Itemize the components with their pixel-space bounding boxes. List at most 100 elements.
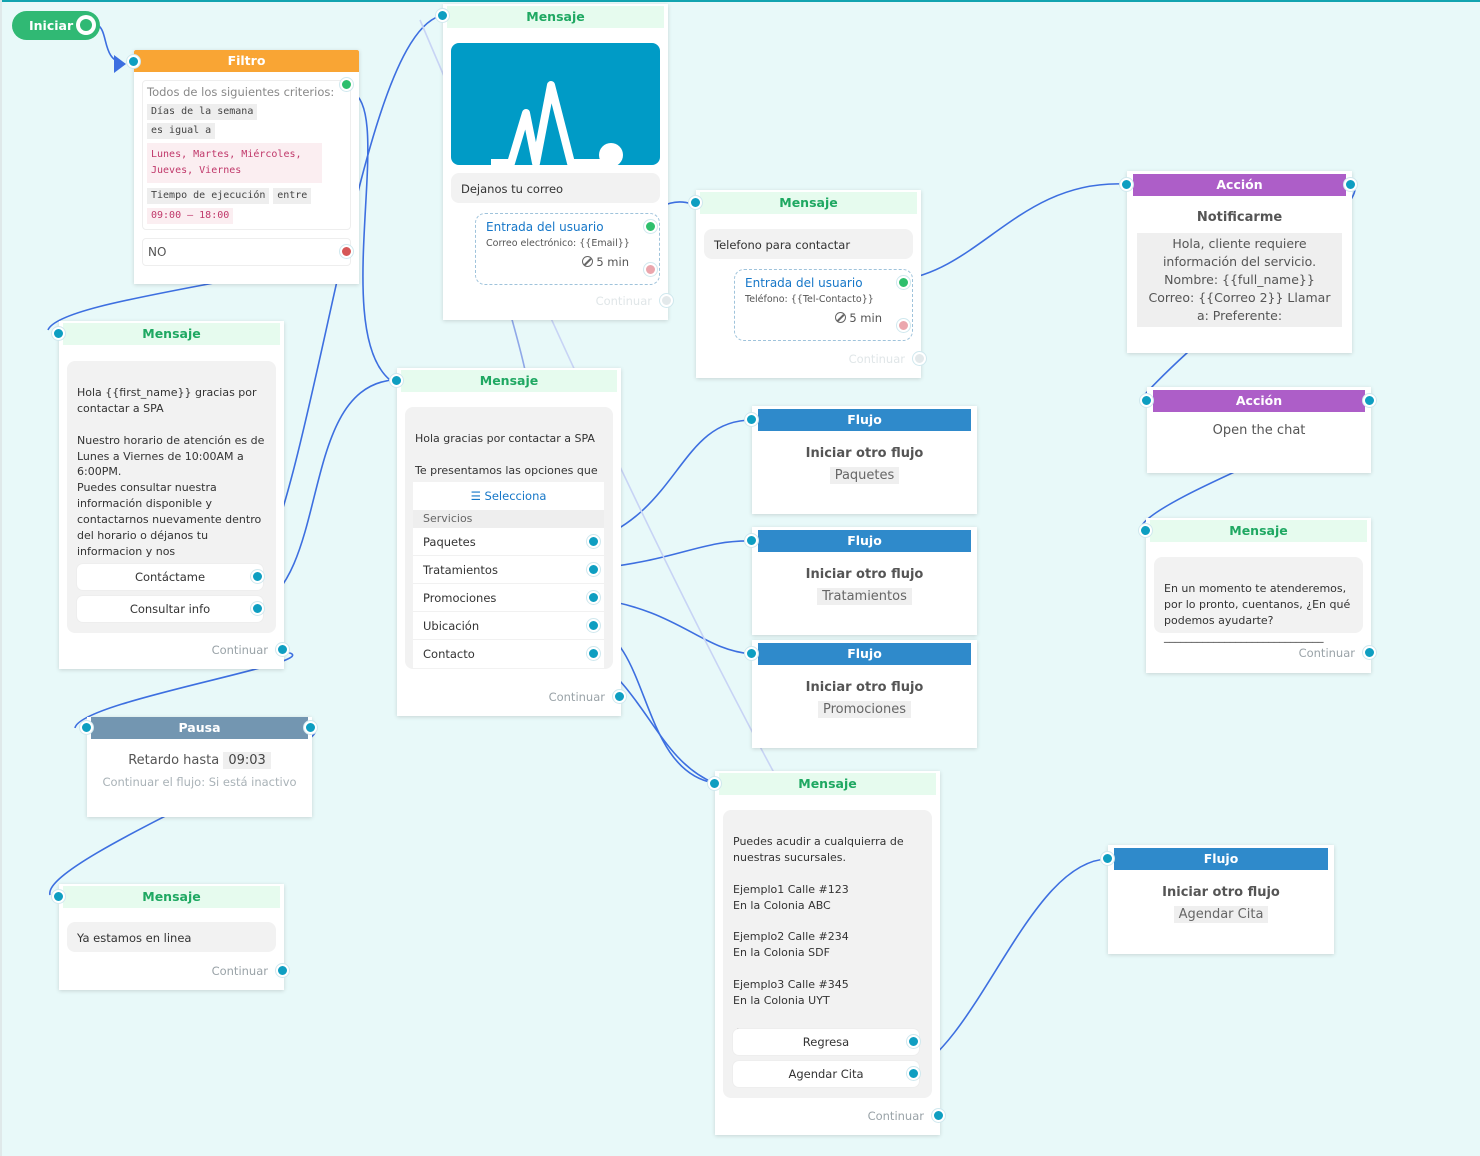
msg-spa-node[interactable]: Mensaje Hola gracias por contactar a SPA… [390,368,626,716]
filtro-input-port[interactable] [127,55,140,68]
filtro-no-row: NO [142,238,353,266]
msg-tel-node[interactable]: Mensaje Telefono para contactar Entrada … [689,190,926,378]
left-border [0,0,2,1156]
accion-notificarme-output-port[interactable] [1344,178,1357,191]
agendar-cita-button[interactable]: Agendar Cita [733,1061,920,1087]
flujo-promociones-title: Flujo [758,643,971,665]
msg-linea-node[interactable]: Mensaje Ya estamos en linea Continuar [52,884,289,990]
msg-linea-continue[interactable]: Continuar [211,964,268,978]
msg-momento-input-port[interactable] [1139,524,1152,537]
contactame-button[interactable]: Contáctame [77,564,264,590]
accion-notificarme-title: Acción [1133,174,1346,196]
msg-correo-timeout: 5 min [486,255,649,269]
filtro-value2: 09:00 – 18:00 [147,208,234,224]
pausa-output-port[interactable] [304,721,317,734]
wire-start-filtro [95,23,126,65]
option-tratamientos[interactable]: Tratamientos [413,556,604,584]
msg-spa-input-port[interactable] [390,374,403,387]
option-ubicacion-port[interactable] [587,619,600,632]
msg-sucursales-input-port[interactable] [708,777,721,790]
wire-tel-accion [899,183,1125,281]
flujo-tratamientos-node[interactable]: Flujo Iniciar otro flujo Tratamientos [745,527,977,635]
filtro-yes-port[interactable] [340,78,353,91]
flujo-paquetes-input-port[interactable] [745,413,758,426]
msg-momento-node[interactable]: Mensaje En un momento te atenderemos, po… [1139,518,1376,673]
option-contacto-port[interactable] [587,647,600,660]
msg-correo-input-sub: Correo electrónico: {{Email}} [486,238,630,249]
regresa-button[interactable]: Regresa [733,1029,920,1055]
option-contacto[interactable]: Contacto [413,640,604,668]
msg-tel-continue-port[interactable] [913,352,926,365]
pausa-node[interactable]: Pausa Retardo hasta 09:03 Continuar el f… [80,717,317,817]
msg-spa-continue[interactable]: Continuar [548,690,605,704]
accion-notificarme-node[interactable]: Acción Notificarme Hola, cliente requier… [1120,171,1357,353]
msg-tel-user-input[interactable]: Entrada del usuario Teléfono: {{Tel-Cont… [734,269,913,341]
msg-correo-input-ok-port[interactable] [644,220,657,233]
option-paquetes-port[interactable] [587,535,600,548]
start-output-icon[interactable] [76,15,96,35]
msg-sucursales-node[interactable]: Mensaje Puedes acudir a cualquierra de n… [708,771,945,1135]
consultar-info-port[interactable] [251,602,264,615]
accion-open-chat-input-port[interactable] [1140,394,1153,407]
flujo-promociones-node[interactable]: Flujo Iniciar otro flujo Promociones [745,640,977,748]
regresa-port[interactable] [907,1035,920,1048]
selecciona-button[interactable]: ☰ Selecciona [413,482,604,510]
start-node[interactable]: Iniciar [12,11,100,40]
pausa-delay-label: Retardo hasta [128,753,220,768]
msg-hola-node[interactable]: Mensaje Hola {{first_name}} gracias por … [52,321,289,669]
msg-correo-input-port[interactable] [436,9,449,22]
consultar-info-button[interactable]: Consultar info [77,596,264,622]
regresa-label: Regresa [802,1035,850,1049]
flujo-tratamientos-input-port[interactable] [745,534,758,547]
msg-correo-user-input[interactable]: Entrada del usuario Correo electrónico: … [475,213,660,285]
filtro-node[interactable]: Filtro Todos de los siguientes criterios… [127,50,359,284]
msg-correo-continue-port[interactable] [660,294,673,307]
msg-correo-input-title: Entrada del usuario [486,220,604,234]
msg-correo-input-time: 5 min [596,255,629,269]
msg-correo-node[interactable]: Mensaje Dejanos tu correo Entrada del us… [436,4,673,320]
start-arrow [114,55,126,73]
flujo-agendar-node[interactable]: Flujo Iniciar otro flujo Agendar Cita [1101,845,1334,954]
flujo-promociones-input-port[interactable] [745,647,758,660]
msg-linea-input-port[interactable] [52,890,65,903]
flujo-tratamientos-tag: Tratamientos [817,588,912,605]
servicios-section: Servicios [413,510,604,528]
msg-tel-input-timeout-port[interactable] [897,319,910,332]
msg-tel-input-time: 5 min [849,311,882,325]
flujo-agendar-input-port[interactable] [1101,852,1114,865]
pausa-input-port[interactable] [80,721,93,734]
agendar-cita-port[interactable] [907,1067,920,1080]
option-paquetes[interactable]: Paquetes [413,528,604,556]
msg-correo-continue[interactable]: Continuar [595,294,652,308]
msg-momento-continue-port[interactable] [1363,646,1376,659]
msg-tel-input-ok-port[interactable] [897,276,910,289]
option-ubicacion[interactable]: Ubicación [413,612,604,640]
msg-hola-continue-port[interactable] [276,643,289,656]
msg-correo-input-timeout-port[interactable] [644,263,657,276]
contactame-port[interactable] [251,570,264,583]
msg-tel-input-port[interactable] [689,196,702,209]
msg-hola-text: Hola {{first_name}} gracias por contacta… [77,385,265,574]
accion-open-chat-output-port[interactable] [1363,394,1376,407]
msg-sucursales-continue[interactable]: Continuar [867,1109,924,1123]
flujo-promociones-text: Iniciar otro flujo [805,680,924,695]
filtro-no-port[interactable] [340,245,353,258]
msg-tel-continue[interactable]: Continuar [848,352,905,366]
msg-momento-continue[interactable]: Continuar [1298,646,1355,660]
msg-spa-continue-port[interactable] [613,690,626,703]
option-promociones-port[interactable] [587,591,600,604]
msg-linea-continue-port[interactable] [276,964,289,977]
msg-sucursales-continue-port[interactable] [932,1109,945,1122]
msg-hola-continue[interactable]: Continuar [211,643,268,657]
accion-open-chat-node[interactable]: Acción Open the chat [1140,387,1376,473]
msg-hola-title: Mensaje [63,323,280,345]
filtro-criteria-box: Todos de los siguientes criterios: Días … [142,78,353,230]
flujo-tratamientos-text: Iniciar otro flujo [805,567,924,582]
msg-hola-input-port[interactable] [52,327,65,340]
accion-notificarme-input-port[interactable] [1120,178,1133,191]
option-promociones[interactable]: Promociones [413,584,604,612]
msg-linea-text: Ya estamos en linea [77,931,192,945]
flujo-tratamientos-title: Flujo [758,530,971,552]
flujo-paquetes-node[interactable]: Flujo Iniciar otro flujo Paquetes [745,406,977,514]
option-tratamientos-port[interactable] [587,563,600,576]
